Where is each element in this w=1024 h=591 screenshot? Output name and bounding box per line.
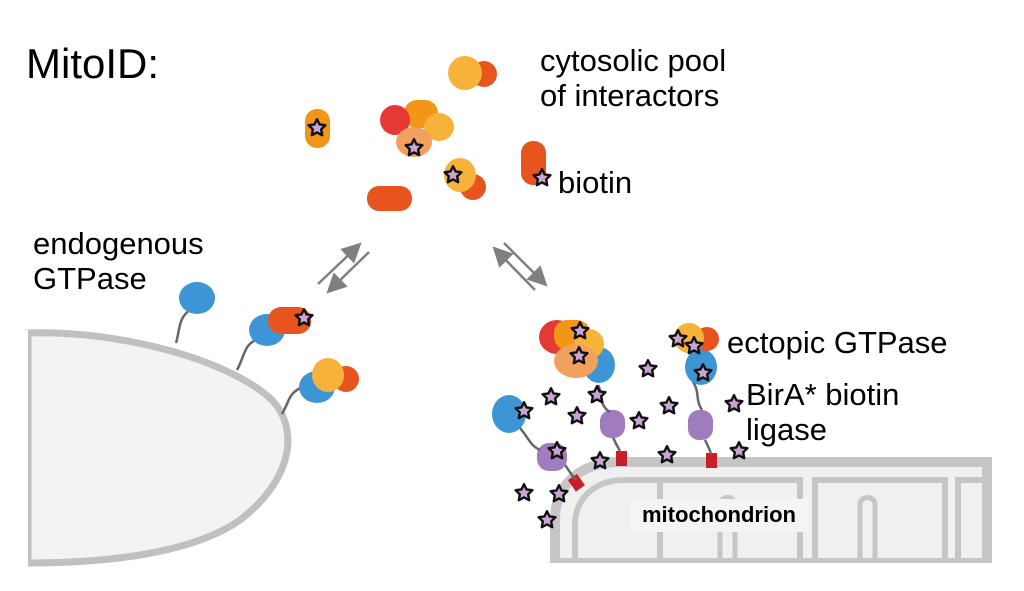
endogenous-gtpase-bound-biotinylated <box>235 307 314 371</box>
biotin-label: biotin <box>558 165 633 200</box>
ectopic-gtpase-label: ectopic GTPase <box>727 325 948 360</box>
cytosolic-pool-label-line2: of interactors <box>540 77 720 113</box>
mitoid-construct-3 <box>668 323 719 468</box>
cytosolic-pool-label-line1: cytosolic pool <box>540 43 727 78</box>
bira-ligase-label: BirA* biotin ligase <box>746 377 900 447</box>
endogenous-gtpase-label-line1: endogenous <box>33 226 204 261</box>
cell-membrane <box>0 329 292 570</box>
biotin-star-icon <box>541 386 561 406</box>
bira-ligase-label-line2: ligase <box>746 411 827 447</box>
biotin-star-icon <box>724 393 744 413</box>
cytosolic-interactors <box>305 56 552 211</box>
endogenous-gtpase-label-line2: GTPase <box>33 260 147 296</box>
cytosolic-pool-label: cytosolic pool of interactors <box>540 43 727 113</box>
figure-title: MitoID: <box>26 40 160 87</box>
bira-ligase-label-line1: BirA* biotin <box>746 377 900 412</box>
equilibrium-arrows-left <box>317 242 370 294</box>
biotin-star-icon <box>590 450 610 470</box>
biotin-star-icon <box>659 395 679 415</box>
mitoid-construct-2 <box>539 320 627 466</box>
biotin-star-icon <box>567 405 587 425</box>
endogenous-gtpase-label: endogenous GTPase <box>33 226 204 296</box>
mitochondrion-label: mitochondrion <box>630 499 808 532</box>
endogenous-gtpase-bound-complex <box>280 358 359 415</box>
biotin-star-icon <box>729 440 749 460</box>
biotin-star-icon <box>638 358 658 378</box>
biotin-star-icon <box>629 410 649 430</box>
biotin-star-icon <box>657 444 677 464</box>
biotin-star-icon <box>514 482 534 502</box>
biotin-star-icon <box>587 384 607 404</box>
equilibrium-arrows-right <box>492 242 548 291</box>
endogenous-gtpase-free <box>174 282 215 344</box>
